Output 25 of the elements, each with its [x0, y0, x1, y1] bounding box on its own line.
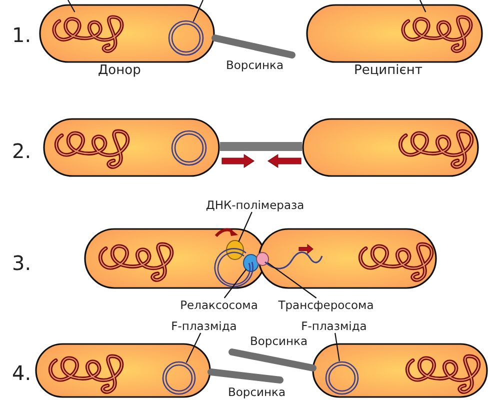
callout-label: ДНК-полімераза [200, 198, 310, 212]
callout-label: Трансферосома [276, 298, 376, 312]
callout-label: Релаксосома [176, 298, 262, 312]
polymerase-blob [226, 240, 244, 260]
step-number: 3. [12, 252, 32, 274]
leader-line [420, 0, 426, 12]
leader-line [224, 269, 247, 298]
step-number: 1. [12, 24, 32, 46]
cell-caption: Реципієнт [354, 64, 422, 78]
callout-label: F-плазміда [164, 319, 244, 333]
plasmid-ring [162, 361, 196, 395]
pilus-label: Ворсинка [226, 58, 284, 72]
bacterium-cell [302, 118, 479, 177]
cell-caption: Донор [98, 64, 141, 78]
leader-line [267, 262, 317, 298]
plasmid-ring [168, 20, 204, 56]
step-number: 2. [12, 140, 32, 162]
step-number: 4. [12, 362, 32, 384]
callout-label: F-плазміда [294, 319, 374, 333]
pilus-label: Ворсинка [228, 385, 286, 399]
pilus-label: Ворсинка [250, 334, 308, 348]
plasmid-ring [325, 361, 359, 395]
leader-line [192, 0, 204, 22]
leader-line [68, 0, 76, 12]
leader-line [238, 212, 252, 242]
